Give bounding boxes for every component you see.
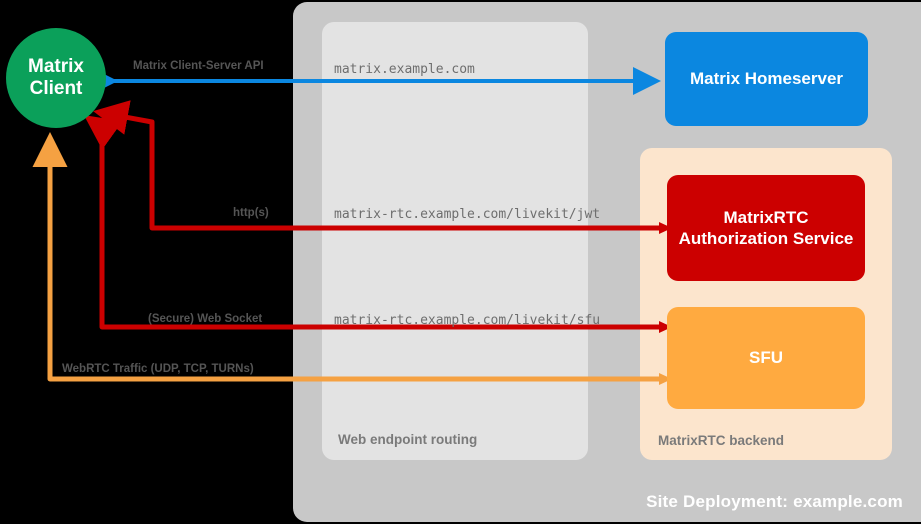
web-endpoint-routing-panel: Web endpoint routing (322, 22, 588, 460)
node-matrix-client-line1: Matrix (28, 56, 84, 78)
node-sfu[interactable]: SFU (667, 307, 865, 409)
matrixrtc-backend-label: MatrixRTC backend (658, 433, 785, 448)
endpoint-livekit-jwt: matrix-rtc.example.com/livekit/jwt (334, 207, 601, 222)
node-matrix-client[interactable]: Matrix Client (6, 28, 106, 128)
site-deployment-label: Site Deployment: example.com (646, 492, 903, 511)
flow-label-https: http(s) (233, 207, 269, 219)
node-matrixrtc-authorization-service[interactable]: MatrixRTC Authorization Service (667, 175, 865, 281)
flow-label-secure-websocket: (Secure) Web Socket (148, 313, 263, 325)
endpoint-livekit-sfu: matrix-rtc.example.com/livekit/sfu (334, 313, 601, 328)
flow-label-matrix-client-server-api: Matrix Client-Server API (133, 60, 264, 72)
node-matrix-client-line2: Client (29, 78, 83, 99)
node-matrix-homeserver[interactable]: Matrix Homeserver (665, 32, 868, 126)
web-endpoint-routing-label: Web endpoint routing (338, 432, 478, 447)
flow-label-webrtc-traffic: WebRTC Traffic (UDP, TCP, TURNs) (62, 363, 254, 375)
endpoint-matrix-example-com: matrix.example.com (334, 62, 475, 77)
